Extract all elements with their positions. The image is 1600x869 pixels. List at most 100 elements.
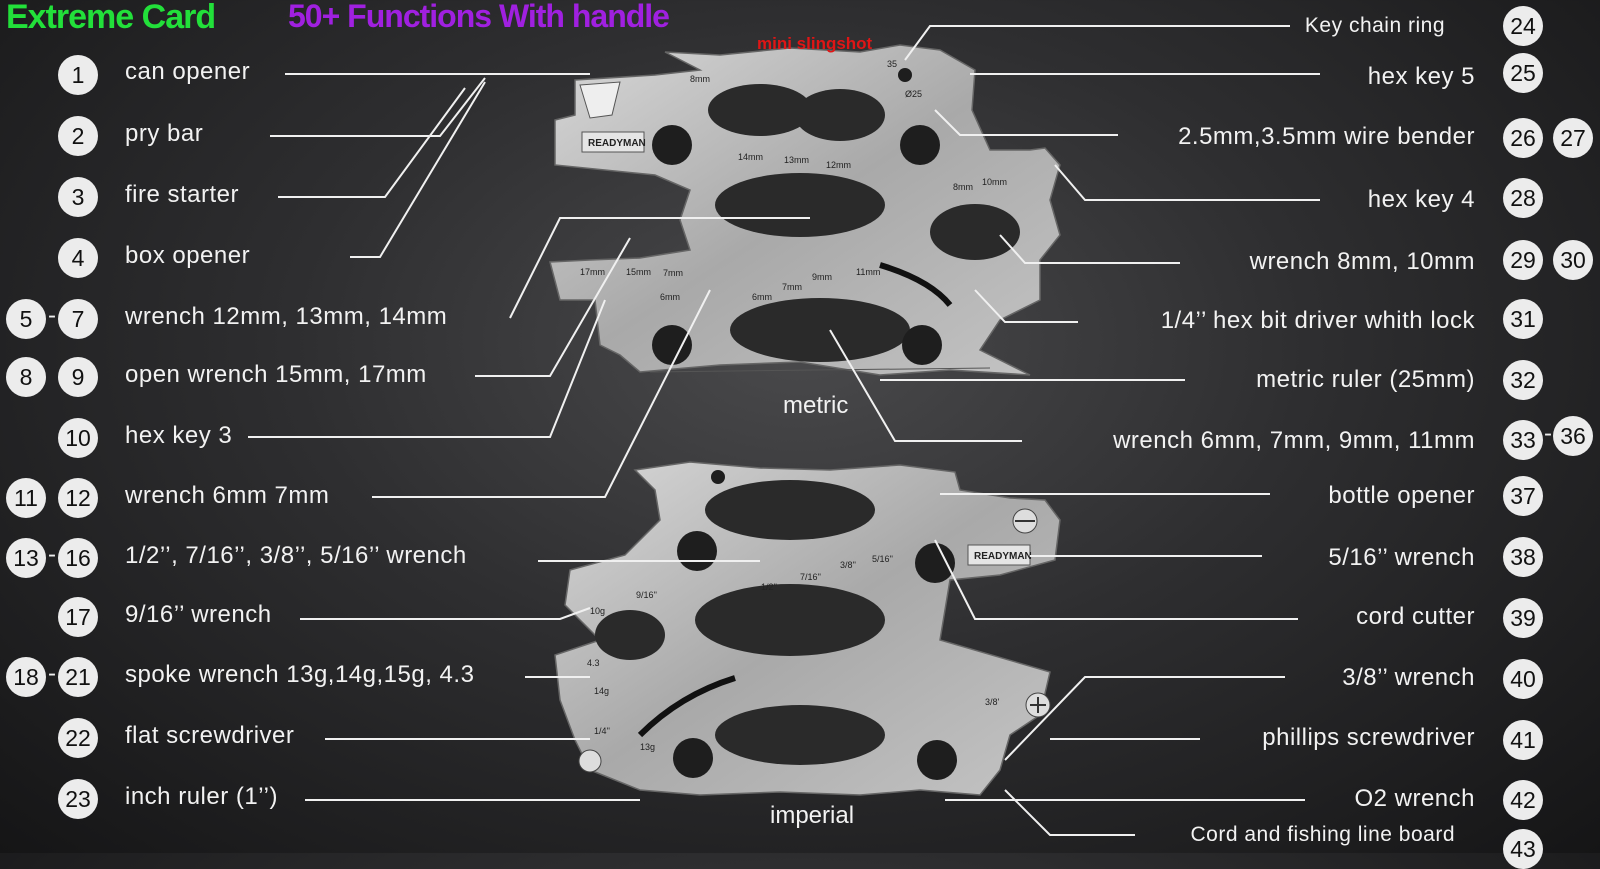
feature-label: flat screwdriver	[125, 722, 295, 749]
number-badge: 18	[6, 657, 46, 697]
feature-label: cord cutter	[1356, 603, 1475, 630]
phillips-mark-icon	[1030, 697, 1046, 713]
readyman-stamp-text: READYMAN	[974, 551, 1032, 562]
svg-text:Ø25: Ø25	[905, 89, 922, 99]
svg-text:1/4'': 1/4''	[594, 726, 610, 736]
svg-text:7mm: 7mm	[663, 268, 683, 278]
cutout	[705, 480, 875, 540]
mini-slingshot-label: mini slingshot	[757, 34, 873, 53]
feature-label: 1/2’’, 7/16’’, 3/8’’, 5/16’’ wrench	[125, 542, 467, 569]
feature-label: 1/4’’ hex bit driver whith lock	[1160, 307, 1475, 334]
feature-label: 2.5mm,3.5mm wire bender	[1178, 123, 1475, 150]
feature-label: bottle opener	[1328, 482, 1475, 509]
leader-line	[974, 289, 1078, 323]
number-badge: 9	[58, 357, 98, 397]
product-title: Extreme Card	[6, 0, 216, 36]
svg-text:13mm: 13mm	[784, 155, 809, 165]
flat-screw-mark-icon	[578, 749, 602, 773]
product-subtitle: 50+ Functions With handle	[288, 0, 670, 34]
svg-text:8mm: 8mm	[953, 182, 973, 192]
hex-lock-slot	[637, 675, 736, 738]
leader-line	[372, 289, 711, 498]
leader-line	[509, 217, 810, 319]
hex-lock-slot	[879, 262, 953, 307]
svg-text:10g: 10g	[590, 606, 605, 616]
feature-label: pry bar	[125, 120, 204, 147]
leader-line	[278, 87, 466, 198]
range-dash: -	[48, 302, 56, 329]
key-ring-hole	[898, 68, 912, 82]
cutout	[930, 204, 1020, 260]
metric-ruler-edge	[649, 367, 991, 373]
number-badge: 12	[58, 478, 98, 518]
number-badge: 42	[1503, 780, 1543, 820]
hole	[652, 125, 692, 165]
feature-label: hex key 3	[125, 422, 233, 449]
number-badge: 1	[58, 55, 98, 95]
leader-line	[350, 81, 486, 258]
svg-text:11mm: 11mm	[856, 267, 880, 277]
number-badge: 5	[6, 299, 46, 339]
feature-label: can opener	[125, 58, 251, 85]
number-badge: 40	[1503, 659, 1543, 699]
imperial-size-marks: 1/2'' 7/16'' 3/8'' 5/16'' 9/16'' 1/4'' 1…	[587, 554, 1000, 752]
range-dash: -	[48, 660, 56, 687]
svg-text:5/16'': 5/16''	[872, 554, 893, 564]
svg-text:7mm: 7mm	[782, 282, 802, 292]
hole	[652, 325, 692, 365]
leader-line	[1054, 164, 1320, 201]
feature-label: wrench 6mm 7mm	[125, 482, 330, 509]
svg-text:8mm: 8mm	[690, 74, 710, 84]
feature-label: wrench 8mm, 10mm	[1249, 248, 1475, 275]
number-badge: 32	[1503, 360, 1543, 400]
feature-label: hex key 5	[1367, 63, 1475, 90]
cutout	[730, 298, 910, 362]
svg-text:3/8': 3/8'	[985, 697, 1000, 707]
feature-label: spoke wrench 13g,14g,15g, 4.3	[125, 661, 475, 688]
cutout	[795, 89, 885, 141]
feature-label: 9/16’’ wrench	[125, 601, 272, 628]
svg-text:4.3: 4.3	[587, 658, 600, 668]
feature-label: wrench 12mm, 13mm, 14mm	[125, 303, 448, 330]
number-badge: 24	[1503, 6, 1543, 46]
svg-text:13g: 13g	[640, 742, 655, 752]
leader-line	[248, 299, 606, 438]
number-badge: 13	[6, 538, 46, 578]
number-badge: 4	[58, 238, 98, 278]
number-badge: 25	[1503, 53, 1543, 93]
number-badge: 7	[58, 299, 98, 339]
number-badge: 17	[58, 597, 98, 637]
cutout	[708, 84, 812, 136]
imperial-card: READYMAN 1/2'' 7/16'' 3/8'' 5/16'' 9/16'…	[554, 461, 1061, 796]
svg-text:10mm: 10mm	[982, 177, 1007, 187]
number-badge: 39	[1503, 598, 1543, 638]
svg-text:12mm: 12mm	[826, 160, 851, 170]
feature-label: hex key 4	[1367, 186, 1475, 213]
metric-caption: metric	[783, 392, 849, 419]
number-badge: 3	[58, 177, 98, 217]
leader-line	[904, 25, 1290, 61]
number-badge: 22	[58, 718, 98, 758]
number-badge: 30	[1553, 240, 1593, 280]
feature-label: inch ruler (1’’)	[125, 783, 278, 810]
feature-label: Key chain ring	[1304, 14, 1445, 37]
number-badge: 16	[58, 538, 98, 578]
feature-label: 5/16’’ wrench	[1328, 544, 1475, 571]
leader-line	[270, 77, 486, 137]
metric-size-marks: 8mm 14mm 13mm 12mm 8mm 10mm 17mm 15mm 7m…	[580, 59, 1007, 302]
hole	[902, 325, 942, 365]
cutout	[715, 705, 885, 765]
leader-line	[1004, 789, 1135, 836]
svg-text:14mm: 14mm	[738, 152, 763, 162]
readyman-stamp-text: READYMAN	[588, 138, 646, 149]
leader-line	[475, 237, 631, 377]
key-ring-hole	[711, 470, 725, 484]
svg-text:15mm: 15mm	[626, 267, 651, 277]
svg-text:9mm: 9mm	[812, 272, 832, 282]
feature-label: phillips screwdriver	[1262, 724, 1475, 751]
cutout	[695, 584, 885, 656]
svg-text:7/16'': 7/16''	[800, 572, 821, 582]
number-badge: 33	[1503, 420, 1543, 460]
feature-label: metric ruler (25mm)	[1256, 366, 1475, 393]
